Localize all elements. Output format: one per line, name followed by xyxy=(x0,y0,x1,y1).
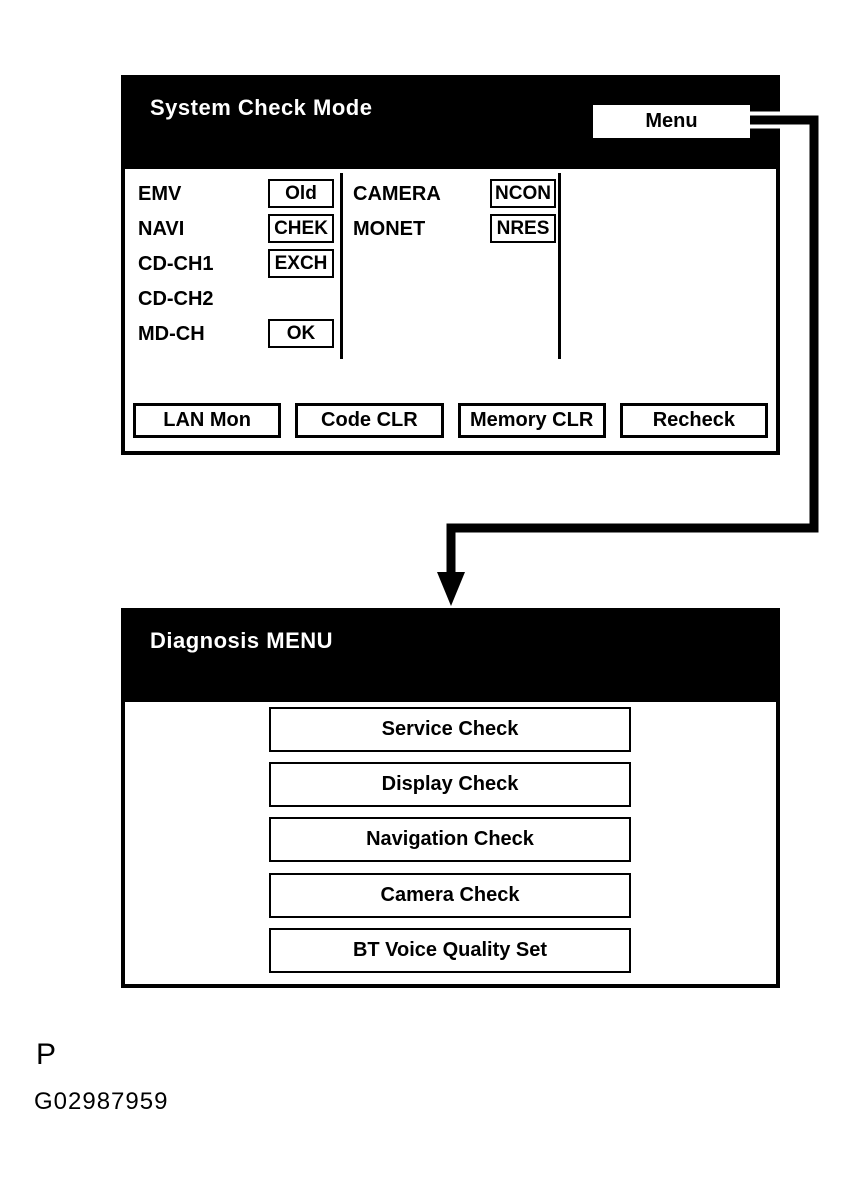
code-clr-button[interactable]: Code CLR xyxy=(295,403,444,438)
device-label-emv: EMV xyxy=(138,183,182,205)
status-box-camera: NCON xyxy=(490,179,556,208)
figure-id: G02987959 xyxy=(34,1088,169,1115)
navigation-check-button[interactable]: Navigation Check xyxy=(269,817,631,862)
device-label-navi: NAVI xyxy=(138,218,185,240)
status-box-emv: Old xyxy=(268,179,334,208)
status-box-navi: CHEK xyxy=(268,214,334,243)
system-check-header: System Check Mode Menu xyxy=(125,79,776,169)
service-check-button[interactable]: Service Check xyxy=(269,707,631,752)
device-label-monet: MONET xyxy=(353,218,426,240)
column-divider-left xyxy=(340,173,343,359)
device-label-cd-ch1: CD-CH1 xyxy=(138,253,214,275)
device-label-cd-ch2: CD-CH2 xyxy=(138,288,214,310)
status-box-md-ch: OK xyxy=(268,319,334,348)
figure-letter: P xyxy=(36,1038,58,1071)
memory-clr-button[interactable]: Memory CLR xyxy=(457,403,606,438)
status-box-cd-ch1: EXCH xyxy=(268,249,334,278)
recheck-button[interactable]: Recheck xyxy=(619,403,768,438)
diagnosis-menu-title: Diagnosis MENU xyxy=(150,628,334,653)
diagnosis-menu-screen: Diagnosis MENU Service Check Display Che… xyxy=(121,608,780,988)
device-label-camera: CAMERA xyxy=(353,183,441,205)
lan-mon-button[interactable]: LAN Mon xyxy=(133,403,282,438)
flow-arrowhead-icon xyxy=(437,572,465,606)
menu-button[interactable]: Menu xyxy=(593,105,750,138)
camera-check-button[interactable]: Camera Check xyxy=(269,873,631,918)
status-box-monet: NRES xyxy=(490,214,556,243)
display-check-button[interactable]: Display Check xyxy=(269,762,631,807)
device-label-md-ch: MD-CH xyxy=(138,323,205,345)
bottom-button-row: LAN Mon Code CLR Memory CLR Recheck xyxy=(133,403,768,438)
bt-voice-quality-set-button[interactable]: BT Voice Quality Set xyxy=(269,928,631,973)
diagnosis-menu-header: Diagnosis MENU xyxy=(125,612,776,702)
system-check-screen: System Check Mode Menu EMV NAVI CD-CH1 C… xyxy=(121,75,780,455)
column-divider-right xyxy=(558,173,561,359)
system-check-title: System Check Mode xyxy=(150,95,373,120)
